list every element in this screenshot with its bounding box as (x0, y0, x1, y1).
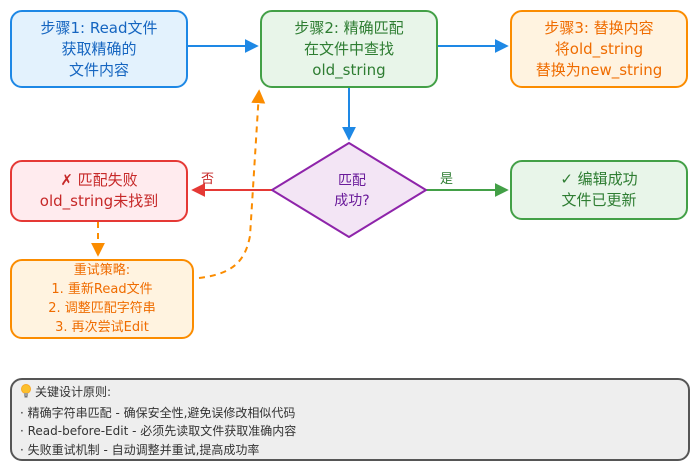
decision-line-1: 匹配 (338, 173, 366, 189)
fail-line-2: old_string未找到 (39, 192, 159, 210)
fail-line-1: ✗ 匹配失败 (60, 171, 138, 189)
retry-line-1: 重试策略: (73, 263, 131, 278)
retry-line-3: 2. 调整匹配字符串 (48, 301, 156, 316)
step3-line-2: 将old_string (554, 39, 644, 58)
step2-line-1: 步骤2: 精确匹配 (294, 18, 404, 37)
decision-line-2: 成功? (334, 193, 370, 209)
retry-line-4: 3. 再次尝试Edit (55, 320, 149, 335)
success-line-2: 文件已更新 (561, 191, 637, 209)
step2-line-2: 在文件中查找 (303, 39, 394, 58)
step3-line-1: 步骤3: 替换内容 (544, 18, 654, 37)
design-principles-note: 关键设计原则: · 精确字符串匹配 - 确保安全性,避免误修改相似代码 · Re… (10, 378, 690, 461)
edge-label-no: 否 (201, 172, 215, 187)
notes-line-1: · 精确字符串匹配 - 确保安全性,避免误修改相似代码 (20, 405, 296, 420)
edge-label-yes: 是 (440, 172, 454, 187)
notes-line-2: · Read-before-Edit - 必须先读取文件获取准确内容 (20, 424, 297, 438)
step2-node: 步骤2: 精确匹配 在文件中查找 old_string (260, 10, 438, 88)
step1-node: 步骤1: Read文件 获取精确的 文件内容 (10, 10, 188, 88)
success-node: ✓ 编辑成功 文件已更新 (510, 160, 688, 220)
step1-line-1: 步骤1: Read文件 (40, 18, 158, 37)
retry-line-2: 1. 重新Read文件 (51, 282, 153, 297)
step1-line-2: 获取精确的 (61, 39, 137, 58)
step2-line-3: old_string (312, 60, 386, 79)
step3-line-3: 替换为new_string (535, 60, 663, 79)
decision-diamond (271, 142, 427, 238)
step3-node: 步骤3: 替换内容 将old_string 替换为new_string (510, 10, 688, 88)
step1-line-3: 文件内容 (68, 60, 129, 79)
success-line-1: ✓ 编辑成功 (560, 170, 638, 188)
decision-label: 匹配 成功? (295, 165, 409, 217)
lightbulb-icon (20, 384, 32, 404)
notes-line-3: · 失败重试机制 - 自动调整并重试,提高成功率 (20, 442, 260, 457)
fail-node: ✗ 匹配失败 old_string未找到 (10, 160, 188, 222)
notes-title: 关键设计原则: (20, 383, 680, 404)
retry-node: 重试策略: 1. 重新Read文件 2. 调整匹配字符串 3. 再次尝试Edit (10, 259, 194, 339)
notes-title-text: 关键设计原则: (35, 385, 112, 399)
